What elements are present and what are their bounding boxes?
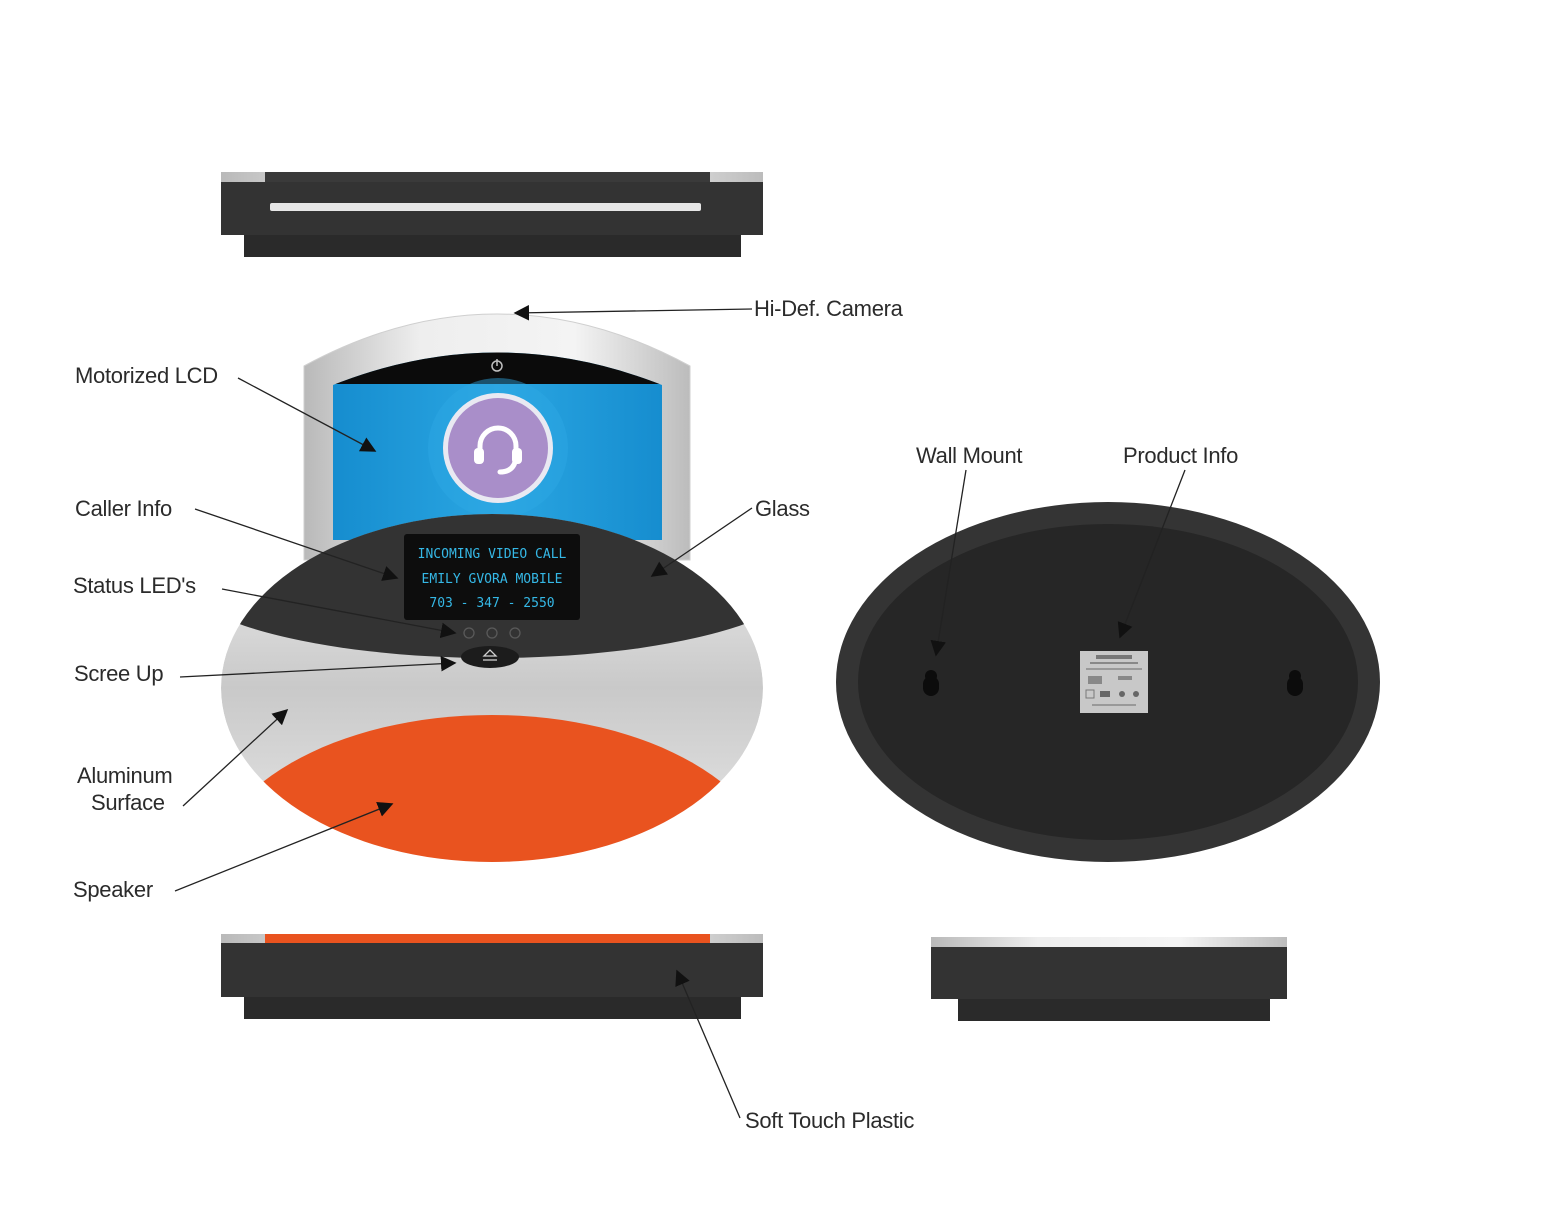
back-side-view [931, 937, 1287, 1021]
speaker-region [221, 715, 763, 862]
lcd-line-3: 703 - 347 - 2550 [429, 596, 554, 611]
label-caller-info: Caller Info [75, 496, 172, 521]
screen-up-button[interactable] [461, 646, 519, 668]
lcd-line-2: EMILY GVORA MOBILE [422, 572, 563, 587]
caller-avatar [428, 378, 568, 518]
label-glass: Glass [755, 496, 810, 521]
eject-icon [482, 649, 498, 661]
back-view [836, 502, 1380, 862]
lcd-line-1: INCOMING VIDEO CALL [418, 547, 567, 562]
bottom-side-view [221, 934, 763, 1019]
status-leds [463, 627, 521, 639]
label-surface: Surface [91, 790, 165, 815]
headset-earcup-right [512, 448, 522, 464]
leader-lines [174, 304, 1186, 1119]
label-scree-up: Scree Up [74, 661, 164, 686]
label-motorized-lcd: Motorized LCD [75, 363, 218, 388]
top-side-view [221, 172, 763, 257]
keyhole-icon [923, 670, 939, 696]
label-product-info: Product Info [1123, 443, 1239, 468]
status-led [486, 627, 498, 639]
label-hidef-camera: Hi-Def. Camera [754, 296, 903, 321]
label-wall-mount: Wall Mount [916, 443, 1023, 468]
label-soft-touch-plastic: Soft Touch Plastic [745, 1108, 915, 1133]
label-status-leds: Status LED's [73, 573, 196, 598]
status-led [509, 627, 521, 639]
product-info-label [1080, 651, 1148, 713]
caller-info-display: INCOMING VIDEO CALL EMILY GVORA MOBILE 7… [404, 534, 580, 620]
status-led [463, 627, 475, 639]
label-speaker: Speaker [73, 877, 153, 902]
keyhole-icon [1287, 670, 1303, 696]
power-icon [491, 359, 503, 372]
label-aluminum: Aluminum [77, 763, 173, 788]
headset-earcup-left [474, 448, 484, 464]
front-device: INCOMING VIDEO CALL EMILY GVORA MOBILE 7… [221, 313, 763, 862]
